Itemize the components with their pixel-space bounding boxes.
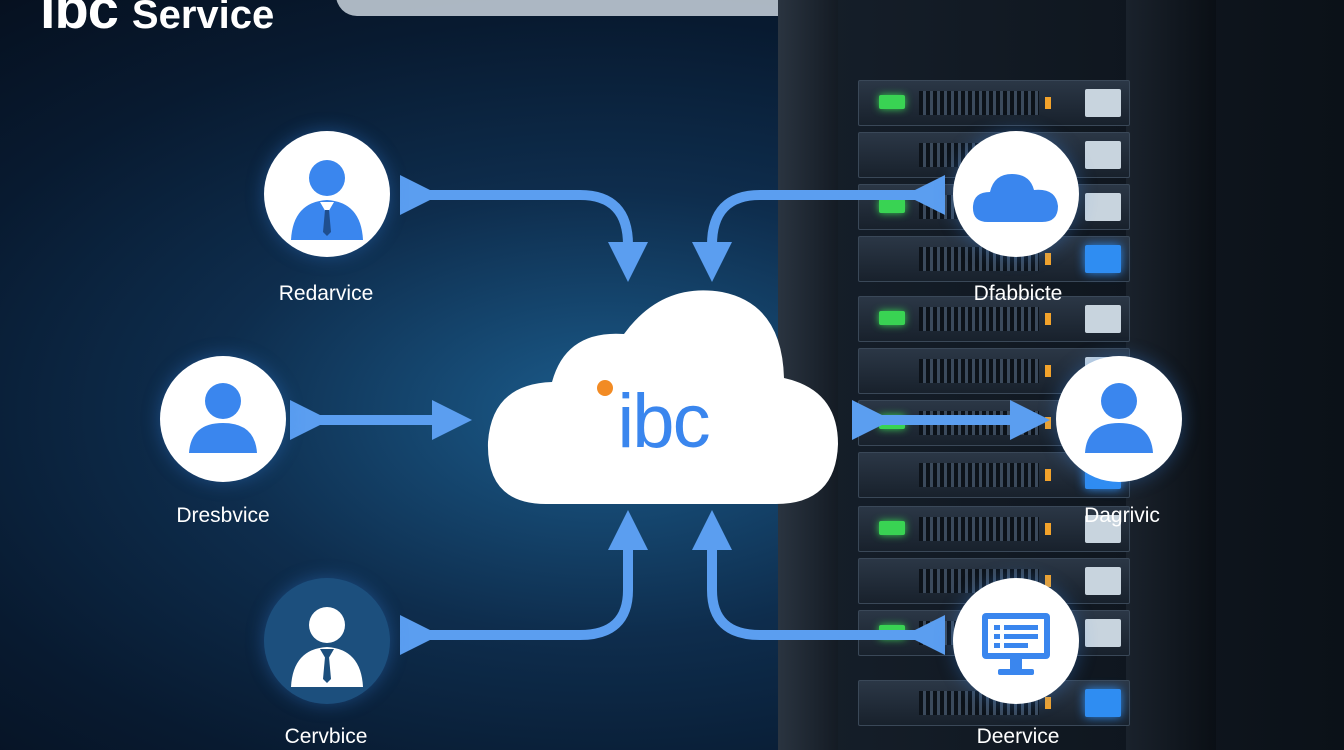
monitor-icon bbox=[982, 613, 1050, 675]
brand-sub: Service bbox=[131, 0, 275, 37]
indicator-light bbox=[1045, 253, 1051, 265]
logo-dot bbox=[597, 380, 613, 396]
arrow-top-left bbox=[400, 175, 648, 282]
vent-grill bbox=[919, 307, 1039, 331]
front-panel bbox=[1085, 515, 1121, 543]
front-panel bbox=[1085, 89, 1121, 117]
node-middle-right-label: Dagrivic bbox=[1084, 504, 1160, 527]
indicator-light bbox=[1045, 523, 1051, 535]
central-cloud-label: ibc bbox=[617, 379, 710, 464]
user-icon bbox=[189, 383, 257, 453]
front-panel bbox=[1085, 141, 1121, 169]
node-bottom-left-label: Cervbice bbox=[284, 725, 368, 748]
arrow-bottom-right bbox=[692, 510, 945, 655]
node-middle-left[interactable] bbox=[160, 356, 286, 482]
node-middle-left-label: Dresbvice bbox=[176, 504, 270, 527]
node-top-right-label: Dfabbicte bbox=[973, 282, 1063, 305]
indicator-light bbox=[1045, 365, 1051, 377]
user-icon bbox=[1085, 383, 1153, 453]
front-panel bbox=[1085, 305, 1121, 333]
front-panel bbox=[1085, 619, 1121, 647]
front-panel bbox=[1085, 245, 1121, 273]
indicator-light bbox=[1045, 97, 1051, 109]
node-bottom-right[interactable] bbox=[953, 578, 1079, 704]
node-top-left-label: Redarvice bbox=[278, 282, 374, 305]
vent-grill bbox=[919, 463, 1039, 487]
businessman-icon bbox=[291, 160, 363, 240]
node-bottom-left[interactable] bbox=[264, 578, 390, 704]
status-led bbox=[879, 311, 905, 325]
rack-unit bbox=[858, 80, 1130, 126]
brand-main: ibc bbox=[40, 0, 119, 40]
vent-grill bbox=[919, 359, 1039, 383]
node-top-left[interactable] bbox=[264, 131, 390, 257]
node-top-right[interactable] bbox=[953, 131, 1079, 257]
node-middle-right[interactable] bbox=[1056, 356, 1182, 482]
cloud-shape bbox=[487, 290, 838, 504]
indicator-light bbox=[1045, 575, 1051, 587]
front-panel bbox=[1085, 193, 1121, 221]
arrow-top-right bbox=[692, 175, 945, 282]
rack-unit bbox=[858, 296, 1130, 342]
front-panel bbox=[1085, 567, 1121, 595]
brand-logo: ibc Service bbox=[40, 0, 274, 41]
arrow-bottom-left bbox=[400, 510, 648, 655]
status-led bbox=[879, 95, 905, 109]
front-panel bbox=[1085, 689, 1121, 717]
node-bottom-right-label: Deervice bbox=[976, 725, 1060, 748]
indicator-light bbox=[1045, 313, 1051, 325]
indicator-light bbox=[1045, 697, 1051, 709]
cloud-icon bbox=[972, 174, 1058, 222]
businessman-icon bbox=[291, 607, 363, 687]
indicator-light bbox=[1045, 469, 1051, 481]
central-cloud: ibc bbox=[486, 282, 840, 508]
vent-grill bbox=[919, 91, 1039, 115]
